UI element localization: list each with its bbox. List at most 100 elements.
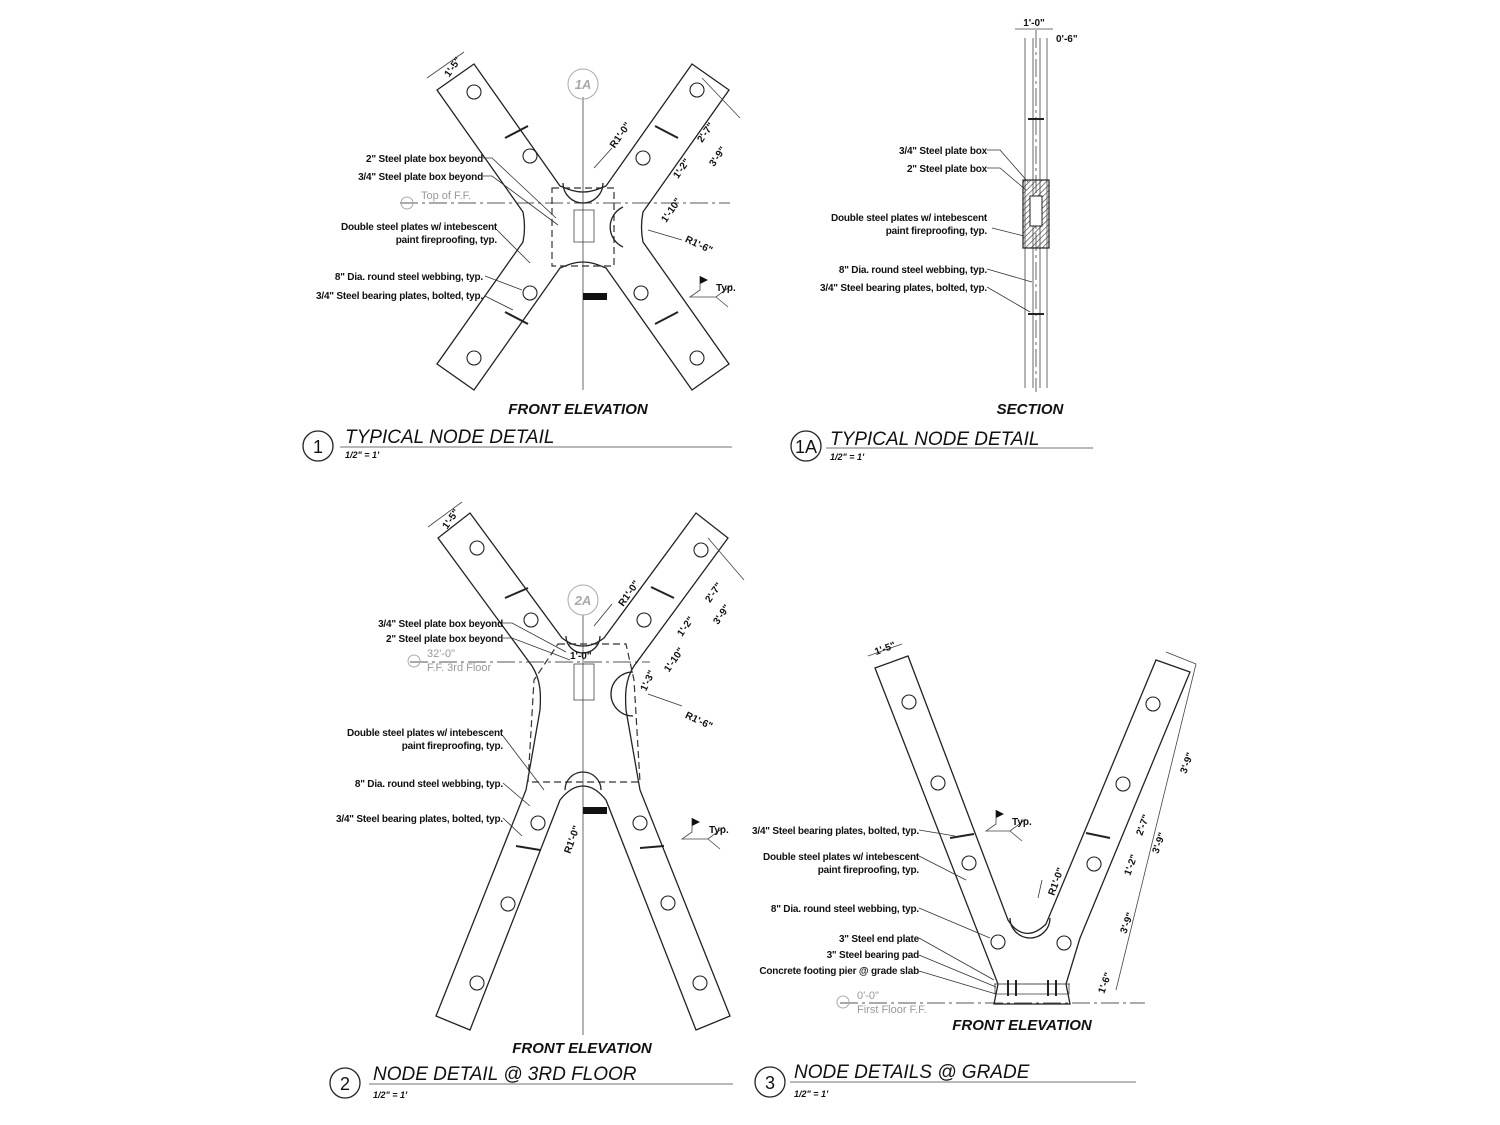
detail-3-front-elevation: 0'-0" First Floor F.F. Typ. 3/4" Steel b… — [752, 640, 1197, 1034]
title-block-detail-2: 2 NODE DETAIL @ 3RD FLOOR 1/2" = 1' — [329, 1064, 733, 1100]
note-3-4in-plate-box: 3/4" Steel plate box beyond — [378, 619, 503, 630]
radius-arc-top — [565, 635, 601, 654]
note-2in-plate-box: 2" Steel plate box beyond — [386, 634, 503, 645]
detail-number-bubble — [790, 430, 822, 462]
bearing-plates — [504, 125, 679, 325]
svg-text:2'-7": 2'-7" — [695, 121, 717, 145]
center-box — [573, 209, 595, 243]
section-tag-bubble — [567, 584, 599, 616]
section-tag-bubble — [567, 68, 599, 100]
note-double-plates: Double steel plates w/ intebescent — [831, 213, 988, 224]
detail-scale: 1/2" = 1' — [794, 1089, 829, 1099]
weld-symbol — [688, 276, 733, 308]
detail-number: 2 — [340, 1074, 350, 1094]
note-fireproofing: paint fireproofing, typ. — [402, 741, 504, 752]
bolts — [1007, 980, 1057, 996]
section-tag: 2A — [574, 593, 592, 608]
center-box — [573, 663, 595, 701]
radius-arc-top — [562, 182, 604, 204]
flag-icon — [700, 276, 708, 284]
detail-1-front-elevation: 1A Top of F.F. Typ. 2" Steel plate box b… — [316, 51, 741, 418]
svg-text:2'-7": 2'-7" — [703, 581, 725, 605]
svg-text:3'-9": 3'-9" — [711, 603, 733, 627]
svg-text:1'-0": 1'-0" — [570, 651, 592, 662]
svg-text:1'-10": 1'-10" — [659, 196, 684, 225]
leaders — [986, 149, 1033, 313]
svg-text:3'-9": 3'-9" — [707, 145, 729, 169]
flag-icon — [996, 810, 1004, 818]
leaders — [502, 603, 683, 837]
view-label: FRONT ELEVATION — [952, 1017, 1093, 1034]
webbing-holes — [469, 540, 709, 991]
level-marker-elevation: 32'-0" — [427, 648, 455, 660]
detail-scale: 1/2" = 1' — [373, 1090, 408, 1100]
detail-1a-section: 1'-0" 0'-6" 3/4" Steel plate box 2" Stee… — [820, 18, 1078, 418]
note-2in-plate-box: 2" Steel plate box — [907, 164, 988, 175]
section-cut-mark — [583, 293, 607, 300]
level-marker-label: F.F. 3rd Floor — [427, 662, 492, 674]
note-fireproofing: paint fireproofing, typ. — [396, 235, 498, 246]
level-marker-label: Top of F.F. — [421, 190, 471, 202]
detail-title: NODE DETAILS @ GRADE — [794, 1062, 1030, 1083]
svg-text:3'-9": 3'-9" — [1119, 911, 1137, 935]
note-bearing-plates: 3/4" Steel bearing plates, bolted, typ. — [336, 814, 503, 825]
note-fireproofing: paint fireproofing, typ. — [886, 226, 988, 237]
note-bearing-plates: 3/4" Steel bearing plates, bolted, typ. — [316, 291, 483, 302]
weld-note: Typ. — [709, 825, 729, 836]
note-footing-pier: Concrete footing pier @ grade slab — [759, 966, 919, 977]
detail-title: NODE DETAIL @ 3RD FLOOR — [373, 1064, 637, 1085]
note-2in-plate-box: 2" Steel plate box beyond — [366, 154, 483, 165]
section-cut-mark — [583, 807, 607, 814]
svg-text:1'-3": 1'-3" — [639, 669, 658, 693]
detail-scale: 1/2" = 1' — [345, 450, 380, 460]
weld-note: Typ. — [1012, 817, 1032, 828]
radius-arc-bottom — [564, 771, 602, 791]
radius-arc — [1009, 917, 1051, 939]
svg-text:3'-9": 3'-9" — [1151, 831, 1169, 855]
svg-text:R1'-0": R1'-0" — [608, 120, 634, 150]
note-fireproofing: paint fireproofing, typ. — [818, 865, 920, 876]
x-node-outline — [436, 63, 730, 391]
bolts — [1028, 118, 1044, 315]
steel-plate-box-dashed — [527, 643, 641, 783]
note-webbing: 8" Dia. round steel webbing, typ. — [839, 265, 988, 276]
view-label: FRONT ELEVATION — [512, 1040, 653, 1057]
flag-icon — [692, 818, 700, 826]
note-bearing-plates: 3/4" Steel bearing plates, bolted, typ. — [752, 826, 919, 837]
bearing-plates — [949, 832, 1111, 839]
dim-plate: 0'-6" — [1056, 34, 1078, 45]
title-block-detail-1a: 1A TYPICAL NODE DETAIL 1/2" = 1' — [790, 429, 1093, 462]
detail-scale: 1/2" = 1' — [830, 452, 865, 462]
note-webbing: 8" Dia. round steel webbing, typ. — [771, 904, 920, 915]
note-3-4in-plate-box: 3/4" Steel plate box — [899, 146, 988, 157]
level-marker-elevation: 0'-0" — [857, 990, 879, 1002]
note-double-plates: Double steel plates w/ intebescent — [341, 222, 498, 233]
view-label: SECTION — [997, 401, 1065, 418]
view-label: FRONT ELEVATION — [508, 401, 649, 418]
detail-number-bubble — [302, 430, 334, 462]
radius-arc-right — [609, 206, 624, 248]
radius-arc-right — [610, 671, 634, 717]
svg-text:1'-5": 1'-5" — [443, 55, 465, 79]
detail-2-front-elevation: 2A 32'-0" F.F. 3rd Floor Typ. 3/4" Steel… — [336, 501, 745, 1057]
note-bearing-pad: 3" Steel bearing pad — [827, 950, 920, 961]
svg-text:1'-2": 1'-2" — [1123, 853, 1141, 877]
svg-text:3'-9": 3'-9" — [1179, 751, 1197, 775]
v-node-outline — [874, 655, 1191, 1005]
weld-symbol — [984, 810, 1027, 842]
svg-text:1'-5": 1'-5" — [873, 640, 897, 658]
inner-box — [1029, 195, 1043, 227]
svg-text:1'-10": 1'-10" — [662, 646, 687, 675]
level-marker-icon — [836, 995, 850, 1009]
weld-note: Typ. — [716, 283, 736, 294]
level-marker-icon — [407, 654, 421, 668]
detail-number: 1A — [795, 437, 817, 457]
svg-text:1'-2": 1'-2" — [675, 615, 697, 639]
leaders — [483, 147, 683, 311]
note-end-plate: 3" Steel end plate — [839, 934, 920, 945]
detail-title: TYPICAL NODE DETAIL — [345, 427, 554, 448]
detail-title: TYPICAL NODE DETAIL — [830, 429, 1039, 450]
dim-width: 1'-0" — [1023, 18, 1045, 29]
svg-text:2'-7": 2'-7" — [1135, 813, 1153, 837]
svg-text:R1'-6": R1'-6" — [683, 710, 714, 732]
